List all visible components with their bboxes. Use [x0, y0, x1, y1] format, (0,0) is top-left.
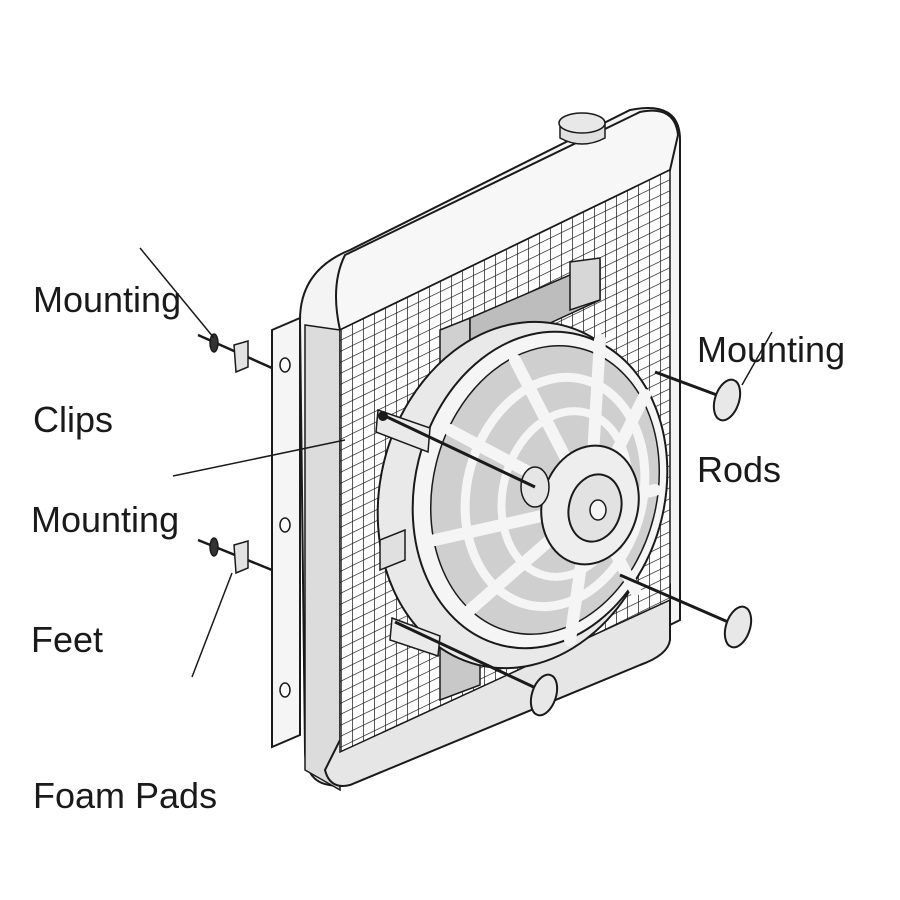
mounting-feet-parts: [375, 408, 441, 658]
electric-fan: [376, 320, 669, 670]
label-mounting-feet: Mounting Feet: [31, 499, 180, 660]
mounting-clip: [209, 333, 219, 353]
mounting-rods-lines: [384, 370, 736, 692]
bracket-hole: [279, 357, 291, 373]
label-mounting-clips: Mounting Clips: [33, 279, 182, 440]
leader-lines: [139, 247, 773, 678]
side-bracket: [271, 316, 301, 749]
mounting-clip: [209, 537, 219, 557]
label-mounting-rods: Mounting Rods: [697, 329, 846, 490]
rod-end-caps: [529, 378, 753, 717]
radiator-cap: [558, 112, 606, 145]
clips-and-pads: [197, 333, 273, 575]
foam-pad: [233, 340, 249, 374]
bracket-hole: [279, 517, 291, 533]
bracket-hole: [279, 682, 291, 698]
label-foam-pads: Foam Pads: [33, 775, 218, 816]
foam-pad: [233, 540, 249, 575]
